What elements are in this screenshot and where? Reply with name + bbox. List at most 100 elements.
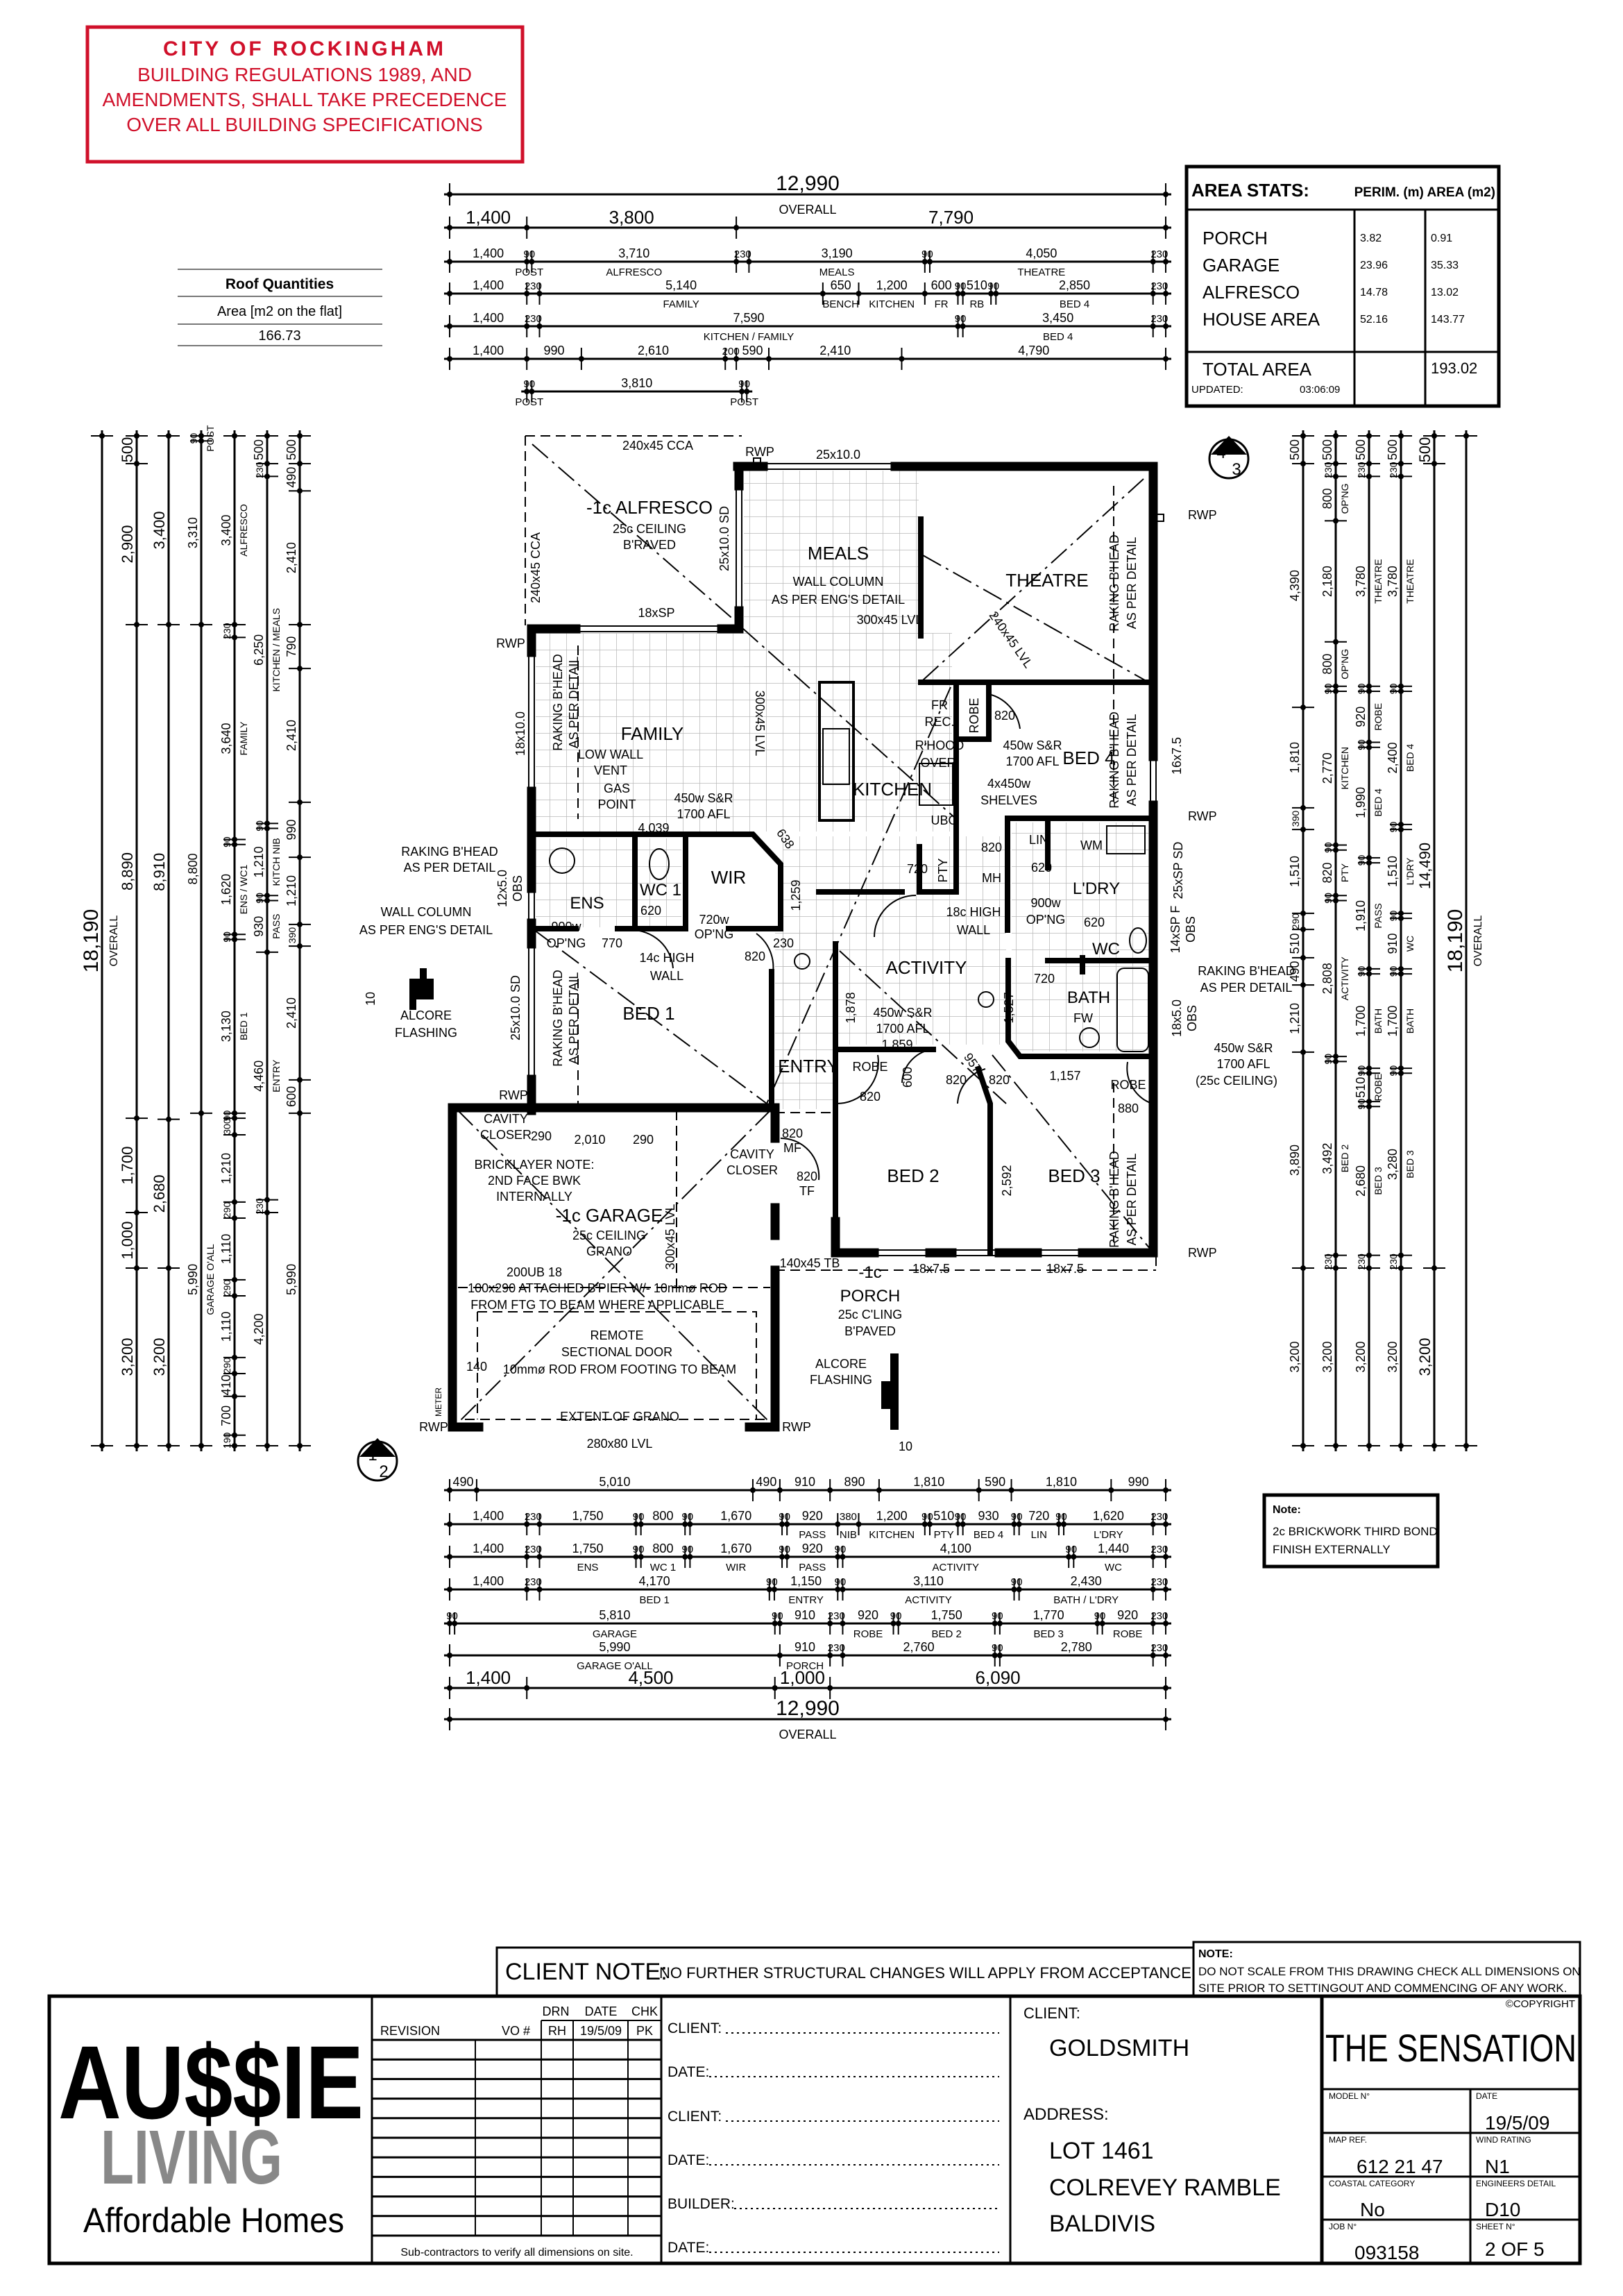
windows — [528, 463, 1157, 1256]
dimension-value: 5,990 — [186, 1264, 200, 1295]
dimension-dot — [921, 259, 928, 264]
plan-annotation: OBS — [1184, 916, 1198, 943]
dimension-value: 230 — [525, 313, 542, 325]
plan-annotation: 720w — [699, 913, 729, 927]
dimension-value: 1,750 — [572, 1509, 603, 1523]
dimension-dot — [166, 1443, 171, 1449]
plan-annotation: 240x45 CCA — [622, 439, 693, 453]
dimension-label: ENTRY — [788, 1594, 824, 1606]
basin-icon — [549, 847, 575, 874]
dimension-dot — [1398, 473, 1404, 480]
plan-annotation: PORCH — [840, 1287, 901, 1306]
dimension-value: 510 — [1354, 1077, 1368, 1098]
dimension-label: FAMILY — [238, 721, 249, 755]
plan-annotation: AS PER DETAIL — [567, 972, 581, 1065]
plan-annotation: FW — [1073, 1011, 1093, 1025]
laundry-trough-icon — [1106, 825, 1146, 854]
dimension-value: 8,800 — [186, 853, 200, 884]
dimension-label: THEATRE — [1404, 559, 1416, 603]
area-stats-table: AREA STATS: PERIM. (m) AREA (m2) PORCH 3… — [1184, 164, 1501, 408]
dimension-value: 600 — [284, 1086, 298, 1107]
dimension-value: 90 — [1323, 1054, 1334, 1065]
plan-annotation: 1700 AFL — [677, 807, 730, 821]
plan-annotation: REMOTE — [590, 1328, 643, 1342]
dimension-label: BED 3 — [1373, 1167, 1384, 1195]
dimension-dot — [447, 1716, 452, 1722]
dimension-value: 90 — [221, 836, 232, 847]
dimension-value: 230 — [1150, 1610, 1168, 1622]
dimension-label: ACTIVITY — [933, 1562, 980, 1573]
area-stats-title: AREA STATS: — [1191, 180, 1309, 201]
dimension-value: 650 — [831, 278, 851, 292]
dimension-dot — [776, 1621, 783, 1626]
plan-annotation: 10 — [364, 992, 377, 1006]
dimension-value: 90 — [1388, 911, 1399, 922]
plan-annotation: AS PER DETAIL — [1125, 537, 1139, 630]
plan-annotation: BRICKLAYER NOTE: — [475, 1158, 595, 1172]
dimension-value: 90 — [1388, 683, 1399, 694]
smoke-detector-icon — [978, 991, 994, 1008]
dimension-value: 230 — [1150, 280, 1168, 292]
dimension-value: 5,010 — [599, 1475, 630, 1489]
dimension-value: 230 — [828, 1610, 845, 1622]
dimension-label: BED 4 — [1060, 298, 1089, 310]
dimension-value: 2,410 — [819, 344, 851, 357]
logo-tagline: Affordable Homes — [83, 2201, 344, 2240]
dimension-dot — [524, 259, 530, 264]
tiled-floor-ensuite — [536, 838, 681, 927]
dimension-dot — [1366, 965, 1372, 972]
updated-label: UPDATED: — [1191, 384, 1243, 396]
dimension-dot — [447, 192, 452, 197]
dimension-value: 510 — [967, 278, 987, 292]
brickwork-note: Note: 2c BRICKWORK THIRD BOND FINISH EXT… — [1262, 1493, 1440, 1569]
dimension-value: 1,750 — [572, 1542, 603, 1555]
dimension-label: KITCHEN — [869, 1529, 915, 1541]
dimension-label: MEALS — [819, 267, 855, 278]
area-stats-row: PORCH 3.82 0.91 — [1203, 228, 1452, 248]
brickwork-note-title: Note: — [1273, 1504, 1301, 1516]
plan-annotation: 25c CEILING — [572, 1229, 646, 1242]
dimension-value: 290 — [1290, 913, 1301, 930]
client-note-label: CLIENT NOTE: — [505, 1959, 668, 1985]
logo-aussie: AU$$IE — [58, 2024, 364, 2141]
toilet-icon — [1129, 927, 1147, 954]
dimension-value: 90 — [992, 1642, 1003, 1654]
plan-annotation: 300x45 LVL — [857, 613, 923, 627]
dimension-dot — [1398, 1252, 1404, 1258]
dimension-value: 4,500 — [628, 1667, 673, 1688]
sheet-number-label: SHEET N° — [1476, 2222, 1515, 2231]
plan-annotation: FROM FTG TO BEAM WHERE APPLICABLE — [470, 1298, 724, 1312]
dimension-value: 90 — [1356, 683, 1367, 694]
alcore-flashing-icon — [409, 968, 434, 1010]
dimension-value: 2,850 — [1059, 278, 1090, 292]
dimension-dot — [1150, 1621, 1156, 1626]
dimension-dot — [1163, 1521, 1169, 1527]
dimension-value: 1,110 — [219, 1312, 233, 1342]
rwp-icon — [1156, 514, 1164, 522]
dimension-value: 3,200 — [119, 1337, 136, 1376]
logo-living: LIVING — [101, 2115, 282, 2200]
dimension-dot — [1333, 1054, 1339, 1060]
address-line: LOT 1461 — [1049, 2138, 1154, 2164]
dimension-dot — [638, 1554, 644, 1560]
council-note-line: OVER ALL BUILDING SPECIFICATIONS — [126, 114, 482, 135]
dimension-value: 5,990 — [284, 1264, 298, 1295]
dimension-value: 910 — [794, 1475, 815, 1489]
dimension-value: 230 — [1150, 1511, 1168, 1523]
dimension-label: KITCHEN — [1339, 747, 1350, 789]
dimension-dot — [1055, 1521, 1062, 1527]
dimension-dot — [1150, 291, 1156, 296]
plan-annotation: 820 — [989, 1073, 1010, 1087]
dimension-value: 90 — [221, 931, 232, 943]
dimension-value: 90 — [1356, 965, 1367, 977]
dimension-value: 890 — [844, 1475, 865, 1489]
dimension-dot — [722, 356, 729, 362]
dimension-dot — [232, 841, 237, 847]
dimension-value: 3,492 — [1320, 1142, 1334, 1174]
dimension-label: FR — [935, 298, 949, 310]
dimension-dot — [1333, 688, 1339, 694]
